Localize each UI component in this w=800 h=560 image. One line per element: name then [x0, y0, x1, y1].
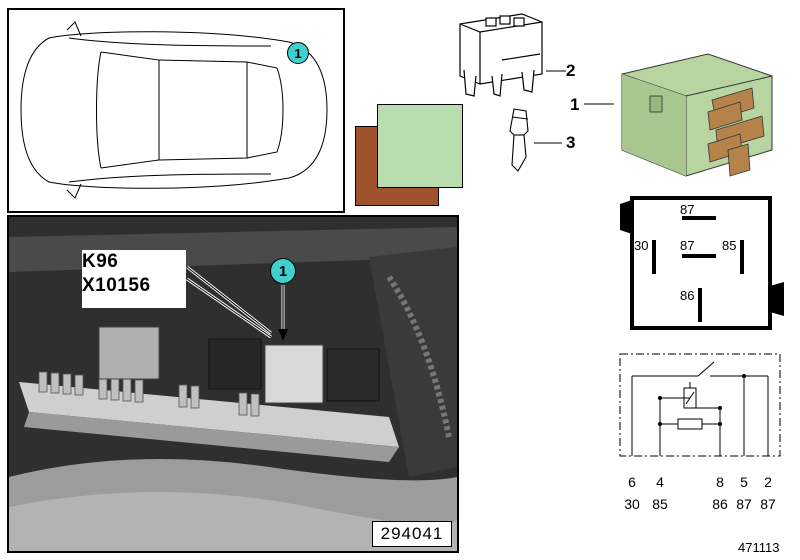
photo-label-box: K96 X10156: [82, 250, 186, 308]
highlighted-relay: [264, 344, 324, 404]
circuit-pin-5: 2: [764, 474, 772, 490]
fuse-box-photo: [9, 217, 457, 551]
terminal-87-center-blade: [682, 254, 716, 258]
pinout-86: 86: [680, 288, 695, 303]
location-callout-badge: 1: [287, 42, 309, 64]
part-3-label: 3: [566, 133, 576, 152]
contact-pin-drawing: [509, 108, 529, 172]
connector-id-label: X10156: [82, 275, 151, 296]
relay-pinout-face: [620, 196, 784, 330]
circuit-pin-1: 6: [628, 474, 636, 490]
part-1-label: 1: [570, 95, 580, 114]
circuit-terminal-3: 86: [712, 496, 728, 512]
pinout-87-top: 87: [680, 202, 695, 217]
circuit-terminal-5: 87: [760, 496, 776, 512]
socket-color-swatch: [377, 104, 463, 188]
part-2-label: 2: [566, 61, 576, 80]
pinout-87-center: 87: [680, 238, 695, 253]
terminal-86-blade: [698, 288, 702, 322]
car-outline-drawing: [20, 21, 328, 199]
part-1-leader: [584, 103, 614, 105]
pinout-30: 30: [634, 238, 649, 253]
circuit-pin-2: 4: [656, 474, 664, 490]
terminal-30-blade: [652, 240, 656, 274]
photo-callout-badge: 1: [270, 258, 296, 284]
vehicle-location-panel: [7, 8, 345, 213]
diagram-id: 471113: [738, 540, 780, 555]
relay-socket-drawing: [459, 13, 543, 97]
circuit-terminal-1: 30: [624, 496, 640, 512]
part-3-leader: [534, 142, 562, 144]
circuit-pin-4: 5: [740, 474, 748, 490]
pinout-85: 85: [722, 238, 737, 253]
component-id-label: K96: [82, 251, 119, 272]
circuit-terminal-2: 85: [652, 496, 668, 512]
circuit-pin-3: 8: [716, 474, 724, 490]
terminal-87-top-blade: [682, 216, 716, 220]
relay-circuit-schematic: [619, 353, 781, 457]
part-2-leader: [546, 70, 566, 72]
circuit-terminal-4: 87: [736, 496, 752, 512]
photo-number-label: 294041: [372, 521, 452, 547]
terminal-85-blade: [740, 240, 744, 274]
installation-photo-panel: [7, 215, 459, 553]
relay-drawing: [621, 53, 773, 177]
